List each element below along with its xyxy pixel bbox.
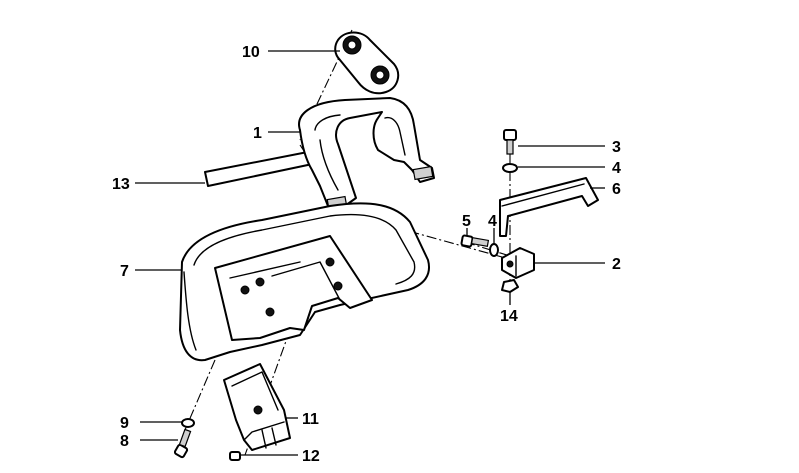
part-grommet [334, 31, 400, 95]
leader-lines [135, 50, 605, 456]
callout-9: 9 [120, 415, 129, 432]
part-bolt-3 [503, 129, 517, 155]
callout-labels: 10 1 13 7 3 4 6 2 5 4 14 9 8 11 12 [112, 44, 621, 465]
callout-14: 14 [500, 308, 518, 325]
callout-7: 7 [120, 263, 129, 280]
part-nut-14 [501, 279, 519, 293]
part-washer-9 [181, 418, 195, 428]
callout-12: 12 [302, 448, 320, 465]
callout-10: 10 [242, 44, 260, 61]
callout-13: 13 [112, 176, 130, 193]
callout-1: 1 [253, 125, 262, 142]
callout-6: 6 [612, 181, 621, 198]
callout-8: 8 [120, 433, 129, 450]
callout-4-right: 4 [612, 160, 621, 177]
part-bar [499, 177, 599, 237]
callout-5: 5 [462, 213, 471, 230]
part-clamp [501, 247, 535, 279]
part-screw-8 [173, 428, 192, 459]
part-cover [179, 202, 430, 362]
callout-11: 11 [302, 411, 319, 428]
part-screw-5 [460, 234, 490, 248]
callout-2: 2 [612, 256, 621, 273]
part-screw-12 [229, 451, 241, 461]
part-washer-4-top [502, 163, 518, 173]
callout-4-left: 4 [488, 213, 497, 230]
part-bracket [298, 97, 435, 211]
part-washer-4-side [489, 243, 499, 257]
part-small-bracket [223, 363, 291, 451]
callout-3: 3 [612, 139, 621, 156]
